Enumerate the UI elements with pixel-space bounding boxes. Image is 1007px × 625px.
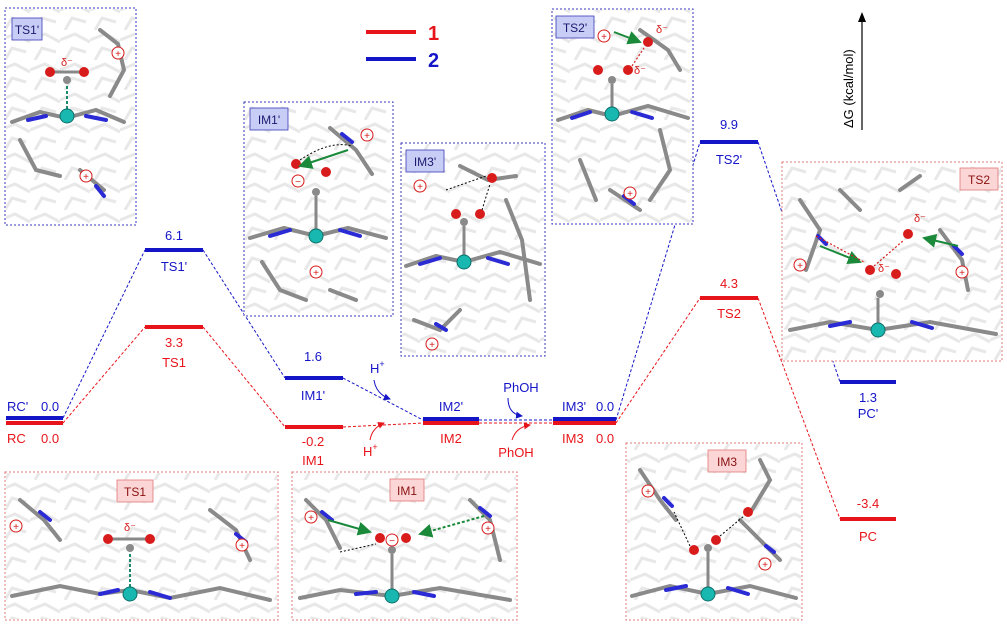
label-ts1-name: TS1 [162, 355, 186, 370]
proton-arrow-top [373, 379, 391, 401]
label-im1-prime-name: IM1' [301, 388, 325, 403]
svg-text:+: + [485, 524, 491, 535]
energy-axis: ΔG (kcal/mol) [841, 12, 866, 130]
svg-text:+: + [797, 261, 803, 272]
legend-label-1: 1 [428, 23, 439, 45]
inset-tag-im1: IM1 [397, 484, 417, 498]
inset-tag-im3: IM3 [717, 455, 737, 469]
inset-ts2: TS2 δ⁻ δ⁻ + + [781, 161, 1003, 362]
label-pc-prime-name: PC' [858, 406, 879, 421]
pathway-1-levels [6, 296, 896, 521]
step-annotations: H+ H+ PhOH PhOH [363, 359, 539, 460]
label-ts1-prime-value: 6.1 [165, 228, 183, 243]
inset-tag-ts1-prime: TS1' [15, 23, 39, 37]
label-ts1-prime-name: TS1' [161, 259, 187, 274]
inset-ts1: TS1 δ⁻ + + [4, 471, 279, 621]
phoh-label-bottom: PhOH [498, 445, 533, 460]
label-rc-value: 0.0 [41, 431, 59, 446]
proton-label-top: H+ [370, 359, 385, 376]
inset-tag-im1-prime: IM1' [258, 113, 280, 127]
label-im3-prime-name: IM3' [562, 399, 586, 414]
label-im3-prime-value: 0.0 [596, 399, 614, 414]
svg-text:δ⁻: δ⁻ [656, 24, 668, 36]
inset-ts2-prime: TS2' δ⁻ δ⁻ + + [551, 8, 694, 225]
energy-axis-label: ΔG (kcal/mol) [841, 49, 856, 128]
label-rc-prime-value: 0.0 [41, 399, 59, 414]
svg-text:+: + [83, 172, 89, 183]
legend-label-2: 2 [428, 50, 439, 72]
inset-im1: IM1 − + + [291, 471, 518, 621]
inset-tag-ts1: TS1 [124, 485, 146, 499]
label-ts2-name: TS2 [717, 306, 741, 321]
label-im2-prime-name: IM2' [439, 399, 463, 414]
svg-text:+: + [627, 189, 633, 200]
svg-text:+: + [364, 131, 370, 142]
svg-text:δ⁻: δ⁻ [61, 57, 73, 69]
inset-tag-ts2: TS2 [968, 173, 990, 187]
inset-tag-ts2-prime: TS2' [563, 21, 587, 35]
label-im1-name: IM1 [302, 453, 324, 468]
label-rc-prime-name: RC' [7, 399, 28, 414]
label-rc-name: RC [7, 431, 26, 446]
svg-text:+: + [429, 340, 435, 351]
label-im3-name: IM3 [562, 431, 584, 446]
svg-text:δ⁻: δ⁻ [124, 522, 136, 534]
label-ts2-prime-name: TS2' [716, 152, 742, 167]
label-pc-prime-value: 1.3 [859, 390, 877, 405]
label-im1-value: -0.2 [302, 434, 324, 449]
label-im2-name: IM2 [440, 431, 462, 446]
label-pc-name: PC [859, 529, 877, 544]
svg-text:+: + [239, 541, 245, 552]
svg-text:+: + [645, 487, 651, 498]
svg-text:+: + [308, 513, 314, 524]
label-ts1-value: 3.3 [165, 335, 183, 350]
phoh-arrow-top [507, 397, 523, 419]
pathway-1-connectors [62, 297, 841, 520]
label-im3-value: 0.0 [596, 431, 614, 446]
inset-im3: IM3 + + [625, 442, 803, 621]
label-ts2-prime-value: 9.9 [720, 117, 738, 132]
svg-text:δ⁻: δ⁻ [914, 213, 926, 225]
svg-text:+: + [115, 49, 121, 60]
proton-arrow-bottom [369, 422, 385, 441]
svg-text:+: + [313, 268, 319, 279]
phoh-arrow-bottom [511, 422, 531, 441]
svg-text:−: − [389, 536, 395, 547]
svg-text:+: + [959, 268, 965, 279]
inset-im1-prime: IM1' − + + [243, 101, 394, 317]
inset-ts1-prime: TS1' δ⁻ + + [4, 7, 137, 226]
svg-text:δ⁻: δ⁻ [634, 65, 646, 77]
inset-tag-im3-prime: IM3' [414, 155, 436, 169]
phoh-label-top: PhOH [503, 380, 538, 395]
svg-text:−: − [295, 177, 301, 188]
svg-text:+: + [601, 32, 607, 43]
level-labels: RC' 0.0 RC 0.0 6.1 TS1' 3.3 TS1 1.6 IM1'… [7, 117, 879, 544]
svg-text:+: + [762, 560, 768, 571]
label-pc-value: -3.4 [857, 496, 879, 511]
svg-text:δ⁻: δ⁻ [878, 263, 890, 275]
label-im1-prime-value: 1.6 [304, 349, 322, 364]
legend: 1 2 [366, 23, 439, 72]
svg-text:+: + [417, 182, 423, 193]
pathway-2-levels [6, 140, 896, 421]
proton-label-bottom: H+ [363, 442, 378, 459]
svg-text:+: + [13, 522, 19, 533]
label-ts2-value: 4.3 [720, 276, 738, 291]
inset-im3-prime: IM3' + + [400, 142, 546, 357]
